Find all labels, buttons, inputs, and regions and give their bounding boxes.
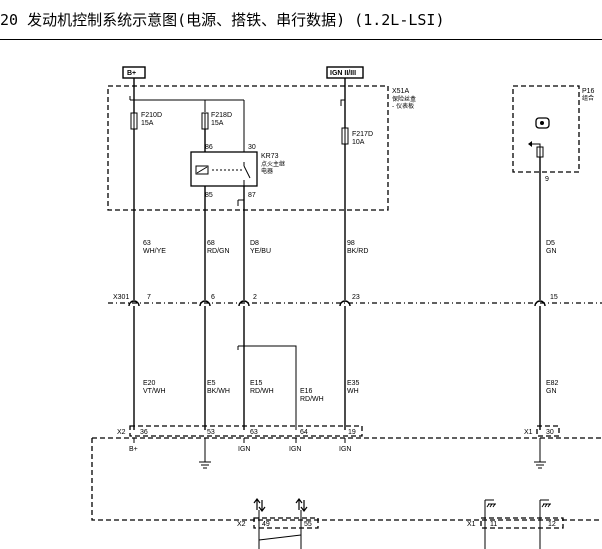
wire-68-circuit: 68: [207, 240, 215, 247]
p16-module-name: P16: [582, 88, 595, 95]
fuse-f218d-rating: 15A: [211, 120, 224, 127]
chassis-ground-icon-11: [484, 499, 496, 549]
serial-data-arrow-icon-55: [295, 498, 308, 512]
fuse-block-desc-1: 保险丝盒: [392, 95, 416, 103]
x2-pin-64: 64: [300, 429, 308, 436]
wire-d5-color: GN: [546, 248, 557, 255]
x1-pin-12: 12: [548, 521, 556, 528]
fuse-f217d-name: F217D: [352, 131, 373, 138]
x1-bottom-name: X1: [467, 521, 476, 528]
x1-top-connector: [536, 425, 560, 437]
chassis-ground-icon-12: [539, 499, 551, 549]
fuse-block-name: X51A: [392, 88, 409, 95]
p16-gauge-icon: [535, 117, 550, 129]
fuse-f218d-name: F218D: [211, 112, 232, 119]
pin36-function: B+: [129, 446, 138, 453]
fuse-block-desc-2: - 仪表板: [392, 102, 414, 110]
x2-top-connector: [129, 425, 363, 437]
x301-pin-2: 2: [253, 294, 257, 301]
wire-e16-circuit: E16: [300, 388, 313, 395]
fuse-block-outline: [107, 85, 389, 211]
x2-pin-19: 19: [348, 429, 356, 436]
x1-pin-11: 11: [490, 521, 497, 528]
x2-top-name: X2: [117, 429, 126, 436]
wire-e5-color: BK/WH: [207, 388, 230, 395]
wire-e82-circuit: E82: [546, 380, 559, 387]
ecm-module-outline: [91, 437, 602, 521]
p16-pin: 9: [545, 176, 549, 183]
wire-e82-color: GN: [546, 388, 557, 395]
wire-e35-color: WH: [347, 388, 359, 395]
pin63-function: IGN: [238, 446, 250, 453]
x301-pin-6: 6: [211, 294, 215, 301]
x2-pin-36: 36: [140, 429, 148, 436]
fuse-f217d-rating: 10A: [352, 139, 365, 146]
fuse-f210d-rating: 15A: [141, 120, 154, 127]
ground-icon-pin30: [534, 438, 546, 469]
relay-desc-2: 电器: [261, 167, 273, 175]
wire-e15-circuit: E15: [250, 380, 263, 387]
x2-pin-53: 53: [207, 429, 215, 436]
pin64-function: IGN: [289, 446, 301, 453]
wire-e35-circuit: E35: [347, 380, 360, 387]
pin19-function: IGN: [339, 446, 351, 453]
relay-pin-30: 30: [248, 144, 256, 151]
relay-pin-85: 85: [205, 192, 213, 199]
x2-bottom-name: X2: [237, 521, 246, 528]
x301-pin-15: 15: [550, 294, 558, 301]
x2-pin-49: 49: [262, 521, 270, 528]
wire-63-color: WH/YE: [143, 248, 166, 255]
p16-module-desc: 组合: [582, 94, 594, 102]
wire-d8-circuit: D8: [250, 240, 259, 247]
x301-pin-23: 23: [352, 294, 360, 301]
x2-pin-55: 55: [304, 521, 312, 528]
wire-e15-color: RD/WH: [250, 388, 274, 395]
x1-bottom-connector: [480, 517, 564, 529]
diagram-title: 20 发动机控制系统示意图(电源、搭铁、串行数据) (1.2L-LSI): [0, 0, 602, 40]
x1-top-name: X1: [524, 429, 533, 436]
wire-63-circuit: 63: [143, 240, 151, 247]
ignition-power-label: IGN II/III: [330, 70, 356, 77]
wire-d5-circuit: D5: [546, 240, 555, 247]
relay-desc-1: 点火主继: [261, 160, 285, 168]
x2-pin-63: 63: [250, 429, 258, 436]
x301-pin-7: 7: [147, 294, 151, 301]
wire-e20-color: VT/WH: [143, 388, 166, 395]
relay-name: KR73: [261, 153, 279, 160]
wire-98-circuit: 98: [347, 240, 355, 247]
x1-pin-30: 30: [546, 429, 554, 436]
fuse-f210d-name: F210D: [141, 112, 162, 119]
wire-98-color: BK/RD: [347, 248, 368, 255]
p16-module-outline: [512, 85, 580, 173]
x301-name: X301: [113, 294, 129, 301]
wire-e20-circuit: E20: [143, 380, 156, 387]
wire-d8-color: YE/BU: [250, 248, 271, 255]
x2-bottom-connector: [253, 517, 319, 529]
wire-e16-color: RD/WH: [300, 396, 324, 403]
battery-power-label: B+: [127, 70, 136, 77]
wire-68-color: RD/GN: [207, 248, 230, 255]
serial-data-arrow-icon-49: [253, 498, 266, 512]
wire-e5-circuit: E5: [207, 380, 216, 387]
relay-pin-86: 86: [205, 144, 213, 151]
ground-icon-pin53: [199, 438, 211, 469]
relay-pin-87: 87: [248, 192, 256, 199]
